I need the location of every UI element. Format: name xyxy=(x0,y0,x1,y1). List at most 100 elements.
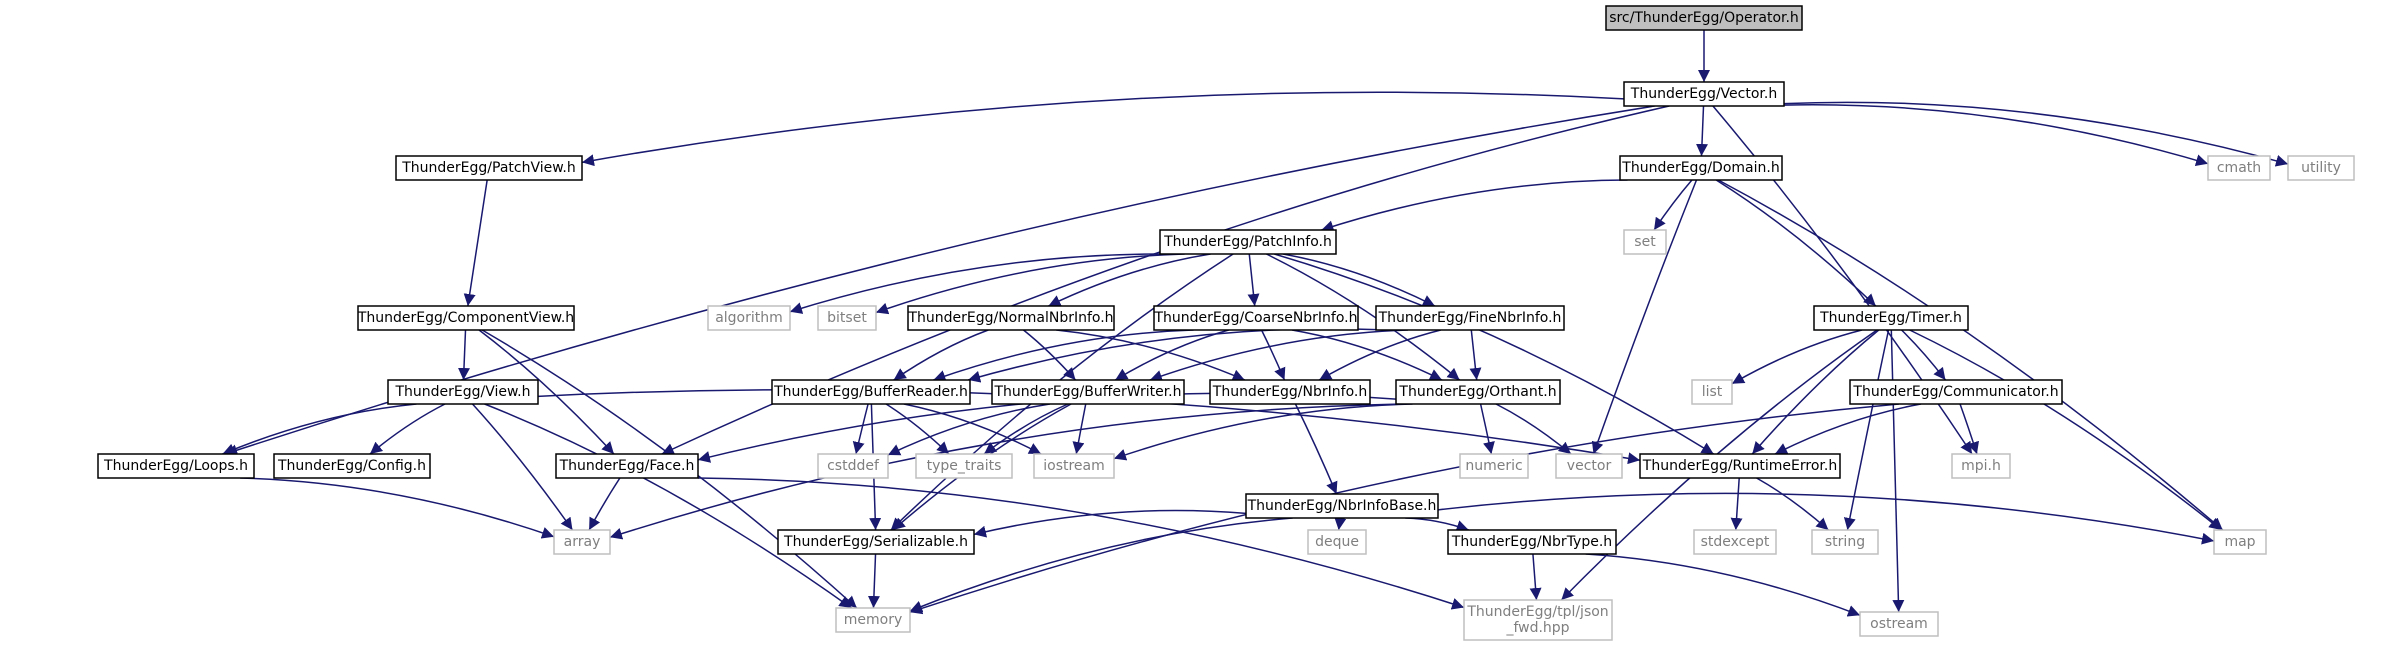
node-label-domain: ThunderEgg/Domain.h xyxy=(1621,160,1779,176)
node-normalnbr[interactable]: ThunderEgg/NormalNbrInfo.h xyxy=(907,305,1115,331)
edge-domain-to-timer xyxy=(1715,179,1877,307)
node-nbrinfobase[interactable]: ThunderEgg/NbrInfoBase.h xyxy=(1245,493,1439,519)
node-label-runtimeerror: ThunderEgg/RuntimeError.h xyxy=(1642,458,1837,474)
edge-normalnbr-to-bufferwriter xyxy=(1023,329,1077,381)
edge-orthant-to-vector_sys xyxy=(1495,403,1572,455)
edge-vector_h-to-patchview xyxy=(581,91,1625,167)
node-deque: deque xyxy=(1307,529,1367,555)
node-label-algorithm: algorithm xyxy=(715,310,783,326)
node-box-array xyxy=(553,529,611,555)
edge-patchview-to-componentview xyxy=(463,179,488,307)
node-array: array xyxy=(553,529,611,555)
node-box-view xyxy=(387,379,539,405)
node-label-serializable: ThunderEgg/Serializable.h xyxy=(783,534,968,550)
node-label-list: list xyxy=(1702,384,1723,400)
node-label-cstddef: cstddef xyxy=(827,458,880,474)
edge-coarsenbr-to-orthant xyxy=(1291,329,1443,381)
node-box-vector_h xyxy=(1623,81,1785,107)
node-ostream: ostream xyxy=(1859,611,1939,637)
edge-finenbr-to-nbrinfo xyxy=(1318,329,1441,381)
edge-bufferwriter-to-cstddef xyxy=(887,403,1051,456)
node-box-finenbr xyxy=(1375,305,1565,331)
node-json_fwd: ThunderEgg/tpl/json_fwd.hpp xyxy=(1463,599,1613,641)
node-label-loops: ThunderEgg/Loops.h xyxy=(103,458,248,474)
node-finenbr[interactable]: ThunderEgg/FineNbrInfo.h xyxy=(1375,305,1565,331)
node-label-nbrtype: ThunderEgg/NbrType.h xyxy=(1451,534,1612,550)
edge-nbrinfobase-to-map xyxy=(1437,492,2215,545)
node-serializable[interactable]: ThunderEgg/Serializable.h xyxy=(777,529,975,555)
node-label-communicator: ThunderEgg/Communicator.h xyxy=(1852,384,2058,400)
node-label-stdexcept: stdexcept xyxy=(1701,534,1770,550)
node-stdexcept: stdexcept xyxy=(1693,529,1777,555)
node-vector_h[interactable]: ThunderEgg/Vector.h xyxy=(1623,81,1785,107)
node-config[interactable]: ThunderEgg/Config.h xyxy=(273,453,431,479)
node-patchinfo[interactable]: ThunderEgg/PatchInfo.h xyxy=(1159,229,1337,255)
node-box-nbrinfobase xyxy=(1245,493,1439,519)
edge-communicator-to-runtimeerror xyxy=(1774,403,1922,455)
node-patchview[interactable]: ThunderEgg/PatchView.h xyxy=(395,155,583,181)
node-label-bufferwriter: ThunderEgg/BufferWriter.h xyxy=(993,384,1181,400)
node-box-cstddef xyxy=(817,453,889,479)
edge-patchinfo-to-runtimeerror xyxy=(1274,253,1715,455)
edge-timer-to-json_fwd xyxy=(1560,329,1878,601)
node-string: string xyxy=(1811,529,1879,555)
node-label-componentview: ThunderEgg/ComponentView.h xyxy=(357,310,574,326)
node-label-json_fwd-line-0: ThunderEgg/tpl/json xyxy=(1466,604,1608,620)
edge-domain-to-patchinfo xyxy=(1321,179,1628,233)
node-domain[interactable]: ThunderEgg/Domain.h xyxy=(1619,155,1783,181)
node-box-ostream xyxy=(1859,611,1939,637)
edge-nbrinfo-to-nbrinfobase xyxy=(1294,403,1338,495)
edge-view-to-loops xyxy=(222,403,417,455)
node-box-loops xyxy=(97,453,255,479)
edge-bufferreader-to-cstddef xyxy=(852,403,869,455)
node-label-vector_sys: vector xyxy=(1567,458,1612,474)
node-bufferreader[interactable]: ThunderEgg/BufferReader.h xyxy=(771,379,971,405)
node-box-patchview xyxy=(395,155,583,181)
edge-runtimeerror-to-string xyxy=(1756,477,1829,531)
node-nbrinfo[interactable]: ThunderEgg/NbrInfo.h xyxy=(1209,379,1371,405)
node-box-patchinfo xyxy=(1159,229,1337,255)
node-box-operator xyxy=(1605,5,1803,31)
node-box-utility xyxy=(2287,155,2355,181)
edge-timer-to-map xyxy=(1909,329,2222,531)
node-timer[interactable]: ThunderEgg/Timer.h xyxy=(1813,305,1969,331)
node-box-componentview xyxy=(357,305,575,331)
edge-timer-to-runtimeerror xyxy=(1751,329,1880,455)
node-box-bitset xyxy=(817,305,877,331)
node-bufferwriter[interactable]: ThunderEgg/BufferWriter.h xyxy=(991,379,1185,405)
edge-bufferreader-to-type_traits xyxy=(885,403,950,455)
node-coarsenbr[interactable]: ThunderEgg/CoarseNbrInfo.h xyxy=(1153,305,1359,331)
node-loops[interactable]: ThunderEgg/Loops.h xyxy=(97,453,255,479)
node-label-string: string xyxy=(1825,534,1865,550)
node-label-set: set xyxy=(1634,234,1656,250)
edge-timer-to-list xyxy=(1731,329,1863,385)
node-componentview[interactable]: ThunderEgg/ComponentView.h xyxy=(357,305,575,331)
node-face[interactable]: ThunderEgg/Face.h xyxy=(555,453,699,479)
node-vector_sys: vector xyxy=(1555,453,1623,479)
edge-loops-to-array xyxy=(240,477,555,539)
node-orthant[interactable]: ThunderEgg/Orthant.h xyxy=(1395,379,1561,405)
nodes-layer: src/ThunderEgg/Operator.hThunderEgg/Vect… xyxy=(97,5,2355,641)
node-operator[interactable]: src/ThunderEgg/Operator.h xyxy=(1605,5,1803,31)
edge-componentview-to-face xyxy=(478,329,615,455)
node-box-numeric xyxy=(1459,453,1529,479)
edge-normalnbr-to-bufferreader xyxy=(893,329,989,381)
node-set: set xyxy=(1623,229,1667,255)
node-view[interactable]: ThunderEgg/View.h xyxy=(387,379,539,405)
edge-nbrinfobase-to-memory xyxy=(909,517,1293,613)
edge-timer-to-ostream xyxy=(1890,329,1905,613)
edge-patchinfo-to-serializable xyxy=(890,253,1234,531)
node-box-config xyxy=(273,453,431,479)
node-box-algorithm xyxy=(707,305,791,331)
node-box-mpi xyxy=(1951,453,2011,479)
edge-serializable-to-memory xyxy=(867,553,880,609)
node-box-normalnbr xyxy=(907,305,1115,331)
node-communicator[interactable]: ThunderEgg/Communicator.h xyxy=(1849,379,2063,405)
node-runtimeerror[interactable]: ThunderEgg/RuntimeError.h xyxy=(1639,453,1841,479)
node-nbrtype[interactable]: ThunderEgg/NbrType.h xyxy=(1447,529,1617,555)
node-box-list xyxy=(1691,379,1733,405)
edge-timer-to-communicator xyxy=(1901,329,1947,381)
node-box-deque xyxy=(1307,529,1367,555)
node-label-face: ThunderEgg/Face.h xyxy=(559,458,695,474)
